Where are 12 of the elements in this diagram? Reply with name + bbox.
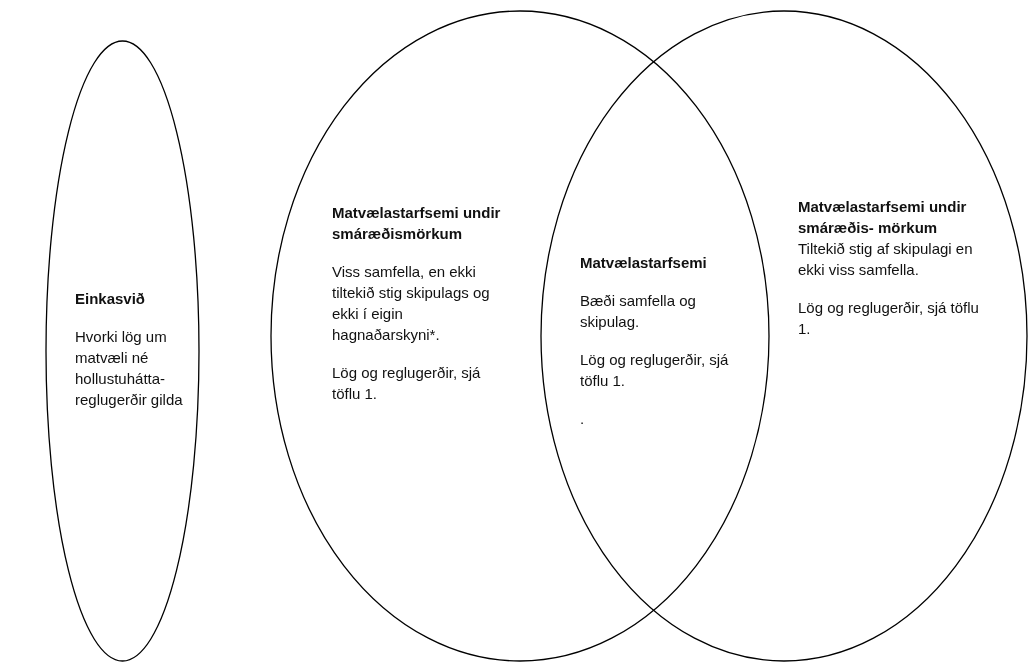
region-text: Lög og reglugerðir, sjá töflu 1. [798,298,980,339]
region-heading: Matvælastarfsemi undir smáræðismörkum [332,203,502,244]
region-text: Viss samfella, en ekki tiltekið stig skipulags og ekki í eigin hagnaðarskyni*. [332,262,491,345]
region-heading: Matvælastarfsemi undir smáræðis- mörkum [798,197,968,238]
region-heading: Matvælastarfsemi [580,253,707,273]
region-text: . [580,409,585,429]
region-text: Tiltekið stig af skipulagi en ekki viss samfella. [798,239,974,280]
region-text: Lög og reglugerðir, sjá töflu 1. [332,363,482,404]
region-text: Bæði samfella og skipulag. [580,291,697,332]
region-heading: Einkasvið [75,289,146,309]
region-text: Hvorki lög um matvæli né hollustuhátta- reglugerðir gilda [75,327,184,410]
region-text: Lög og reglugerðir, sjá töflu 1. [580,350,730,391]
